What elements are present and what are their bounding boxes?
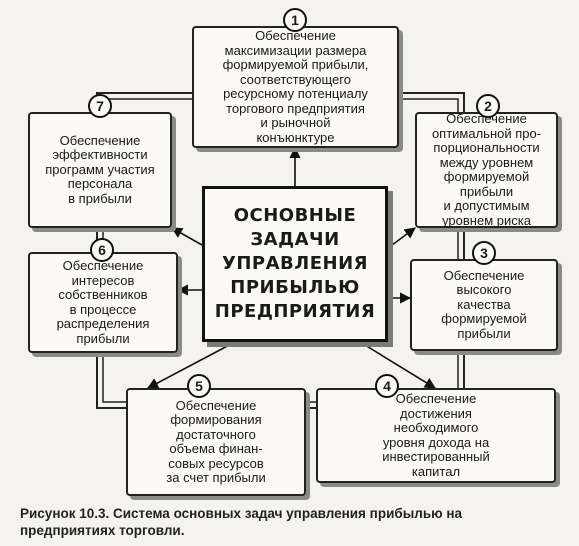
task-number-3: 3 xyxy=(472,241,496,265)
task-text-3: Обеспечение высокого качества формируемо… xyxy=(441,267,527,341)
task-box-5: Обеспечение формирования достаточного об… xyxy=(126,388,306,496)
task-text-5: Обеспечение формирования достаточного об… xyxy=(166,397,266,485)
task-box-7: Обеспечение эффективности программ участ… xyxy=(28,112,172,228)
arrow-to-task-4 xyxy=(359,341,436,389)
arrow-to-task-7 xyxy=(171,227,203,246)
task-box-2: Обеспечение оптимальной про- порциональн… xyxy=(415,111,558,228)
task-number-6: 6 xyxy=(90,238,114,262)
task-number-4: 4 xyxy=(375,374,399,398)
figure-caption-text: Рисунок 10.3. Система основных задач упр… xyxy=(20,506,463,538)
arrow-to-task-2 xyxy=(387,227,416,249)
task-box-3: Обеспечение высокого качества формируемо… xyxy=(410,259,558,351)
task-text-6: Обеспечение интересов собственников в пр… xyxy=(56,258,150,346)
center-box: ОСНОВНЫЕ ЗАДАЧИ УПРАВЛЕНИЯ ПРИБЫЛЬЮ ПРЕД… xyxy=(202,186,388,342)
arrow-to-task-5 xyxy=(147,341,236,389)
task-text-2: Обеспечение оптимальной про- порциональн… xyxy=(431,111,542,228)
task-number-7: 7 xyxy=(88,94,112,118)
task-box-6: Обеспечение интересов собственников в пр… xyxy=(28,252,178,353)
task-number-5: 5 xyxy=(187,374,211,398)
task-number-1: 1 xyxy=(283,8,307,32)
task-text-7: Обеспечение эффективности программ участ… xyxy=(45,132,155,206)
figure-caption: Рисунок 10.3. Система основных задач упр… xyxy=(20,505,565,539)
task-box-1: Обеспечение максимизации размера формиру… xyxy=(192,26,399,148)
task-box-4: Обеспечение достижения необходимого уров… xyxy=(316,388,556,483)
task-number-2: 2 xyxy=(476,94,500,118)
center-title: ОСНОВНЫЕ ЗАДАЧИ УПРАВЛЕНИЯ ПРИБЫЛЬЮ ПРЕД… xyxy=(214,205,376,322)
task-text-4: Обеспечение достижения необходимого уров… xyxy=(382,391,490,479)
task-text-1: Обеспечение максимизации размера формиру… xyxy=(222,28,369,145)
